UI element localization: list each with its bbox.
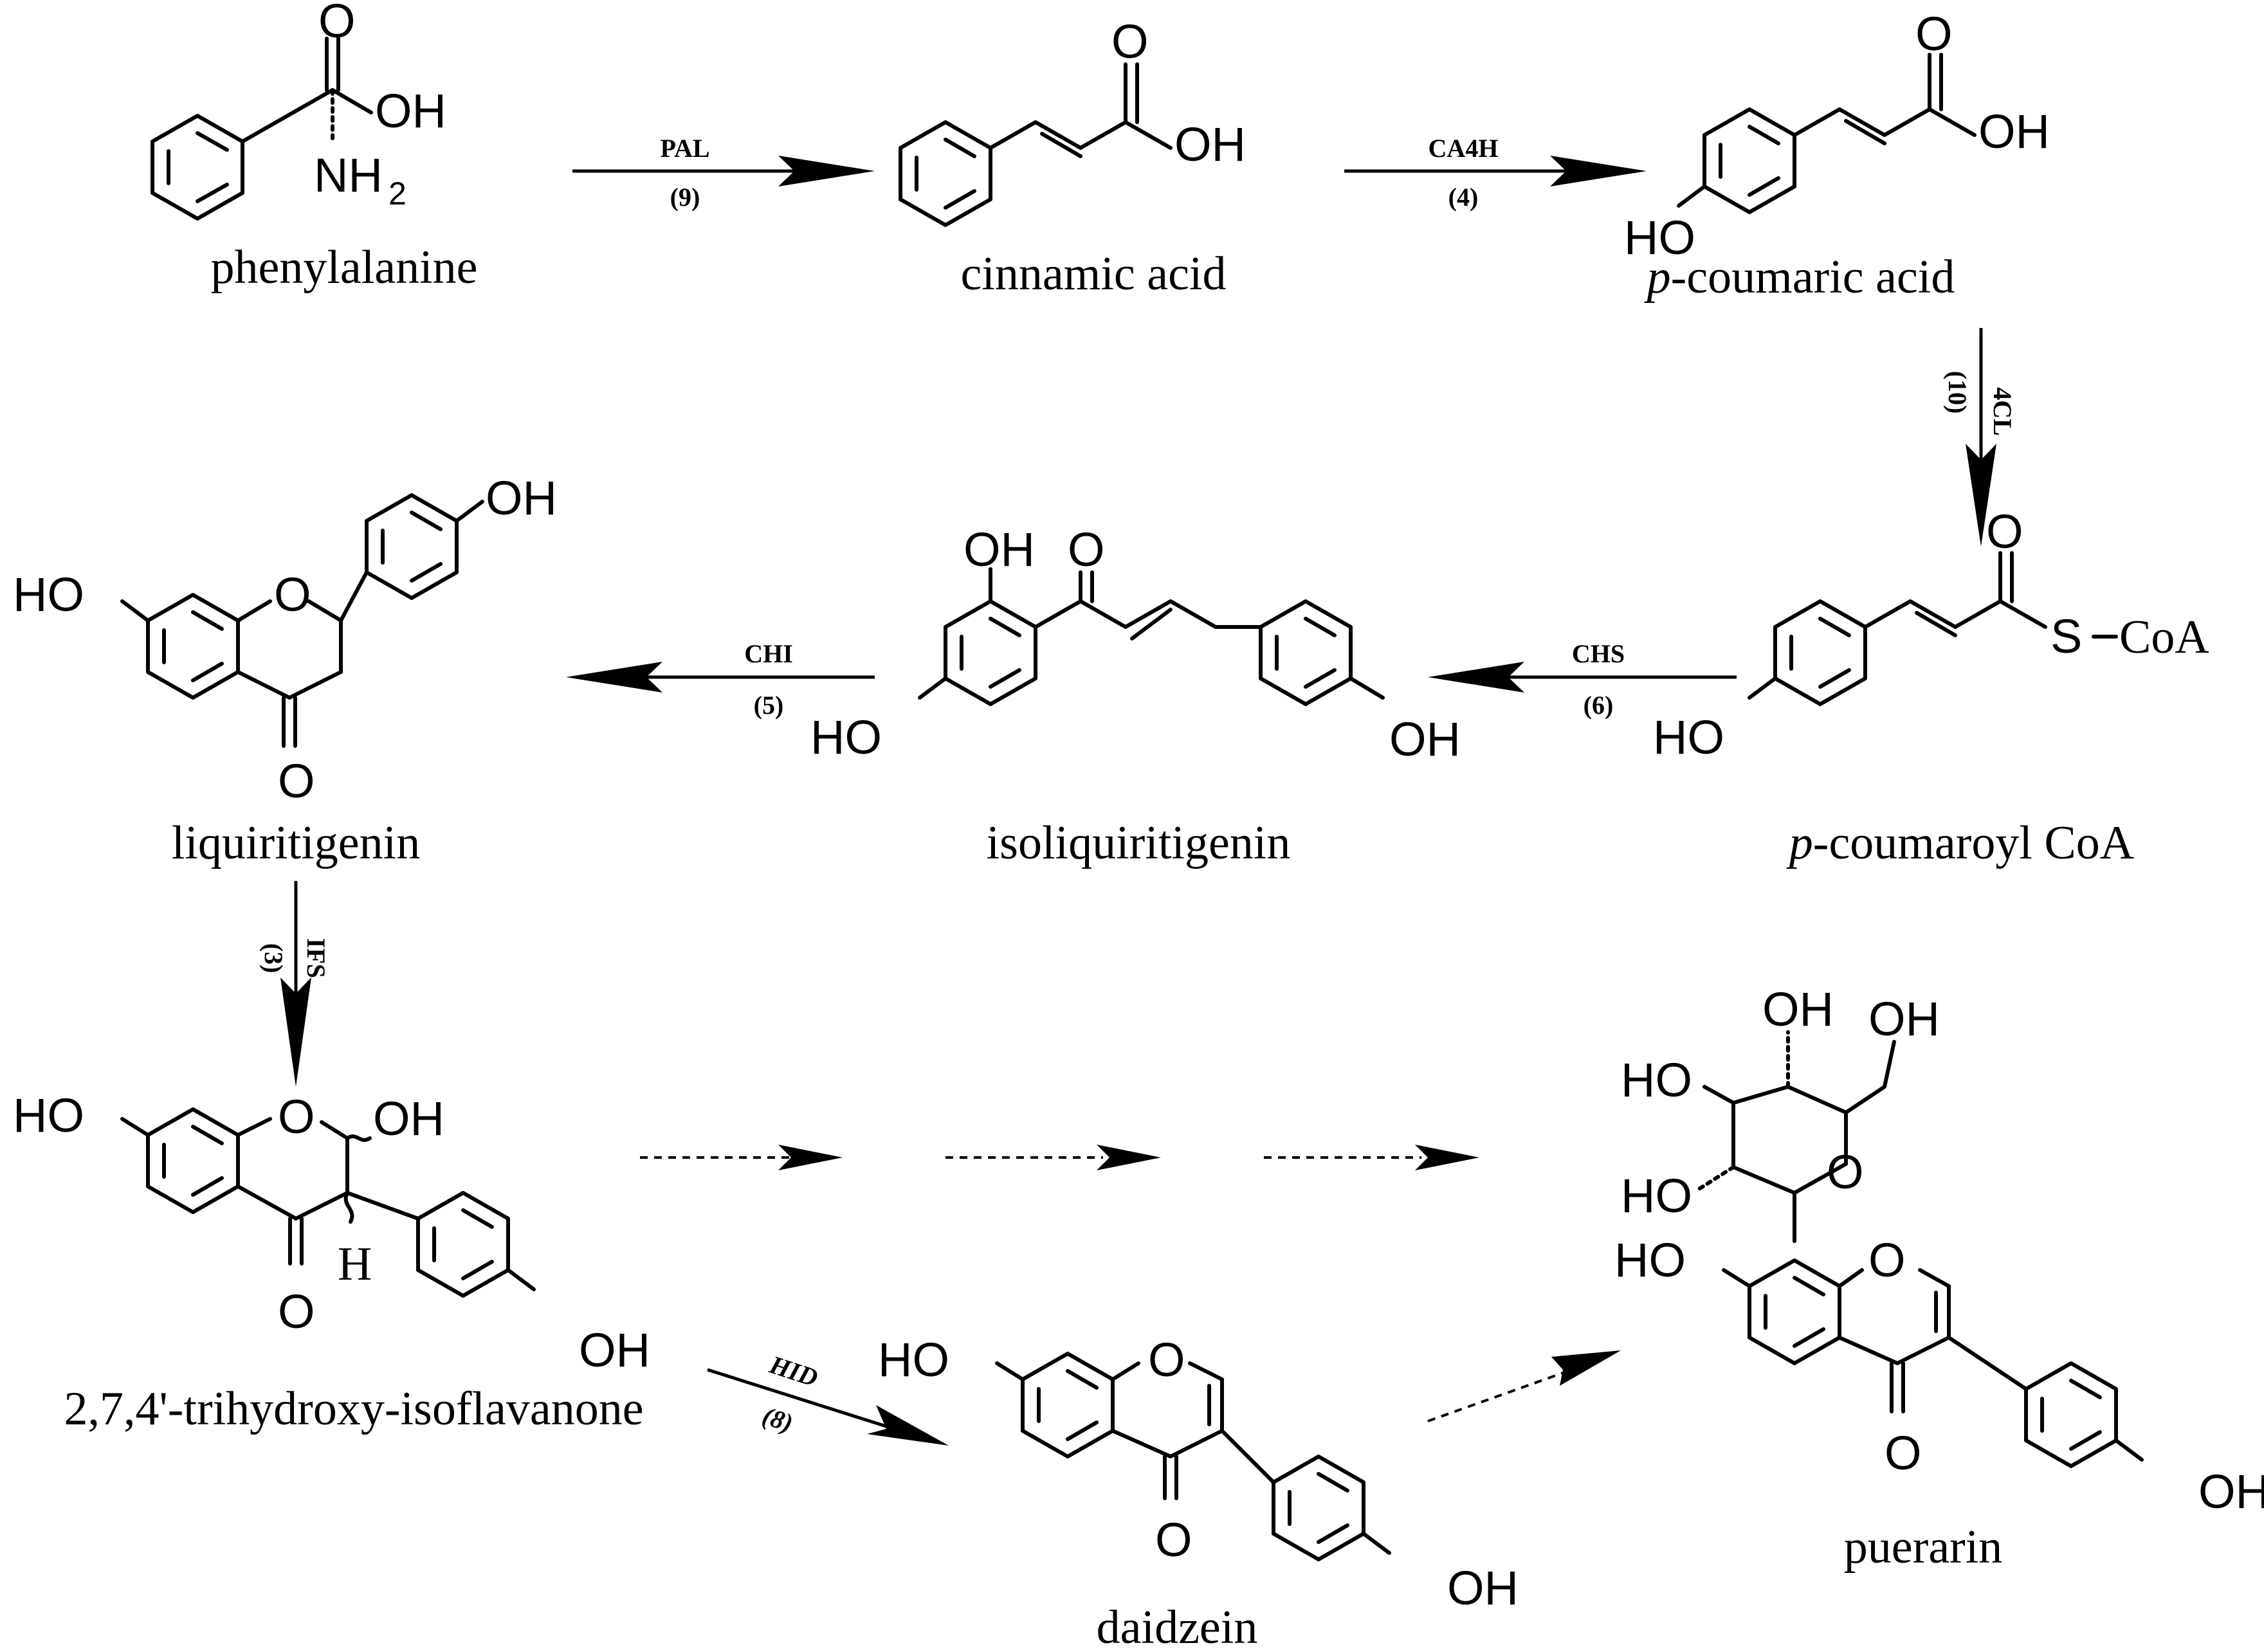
atom-oh: OH — [963, 523, 1035, 576]
label-cinnamic-acid: cinnamic acid — [961, 248, 1227, 300]
arrow-ifs: IFS (3) — [259, 881, 331, 1087]
enzyme-4cl-count: (10) — [1943, 371, 1972, 414]
atom-o: O — [1885, 1426, 1922, 1480]
arrow-ca4h: CA4H (4) — [1344, 134, 1647, 212]
atom-ho: HO — [13, 1089, 84, 1142]
atom-h: H — [338, 1238, 372, 1291]
atom-oh: OH — [486, 471, 557, 525]
atom-o: O — [1827, 1145, 1864, 1199]
atom-oh: OH — [375, 84, 446, 138]
dashed-arrow-4 — [1427, 1350, 1621, 1422]
atom-o: O — [1111, 15, 1149, 68]
atom-ho: HO — [13, 568, 84, 621]
label-trihydroxy-isoflavanone: 2,7,4'-trihydroxy-isoflavanone — [64, 1383, 643, 1435]
enzyme-chi-count: (5) — [754, 691, 784, 720]
atom-oh: OH — [2198, 1465, 2264, 1518]
atom-oh: OH — [1389, 713, 1461, 766]
structure-cinnamic-acid: O OH cinnamic acid — [899, 15, 1246, 300]
enzyme-chs: CHS — [1572, 639, 1625, 668]
structure-p-coumaric-acid: O OH HO p-coumaric acid — [1624, 7, 2050, 304]
atom-o: O — [1915, 7, 1953, 60]
atom-o: O — [1068, 523, 1105, 576]
atom-ho: HO — [878, 1333, 949, 1386]
atom-oh: OH — [1978, 105, 2050, 158]
label-puerarin: puerarin — [1844, 1521, 2003, 1574]
atom-o: O — [1868, 1233, 1906, 1287]
atom-oh: OH — [1447, 1561, 1519, 1615]
label-phenylalanine: phenylalanine — [210, 241, 477, 294]
enzyme-chi: CHI — [744, 639, 793, 668]
enzyme-hid: HID — [765, 1350, 821, 1392]
label-daidzein: daidzein — [1097, 1601, 1258, 1652]
atom-o: O — [278, 754, 315, 808]
dashed-arrow-1 — [640, 1145, 843, 1170]
label-p-coumaroyl-coa: p-coumaroyl CoA — [1786, 817, 2134, 869]
structure-phenylalanine: O OH NH 2 phenylalanine — [151, 0, 478, 294]
arrow-4cl: 4CL (10) — [1943, 328, 2017, 547]
structure-trihydroxy-isoflavanone: O OH HO H O OH 2,7,4'-trihydroxy-isoflav… — [13, 1089, 650, 1435]
dashed-arrow-2 — [945, 1145, 1161, 1170]
atom-o: O — [1986, 505, 2023, 558]
atom-ho: HO — [1614, 1233, 1686, 1287]
atom-o: O — [278, 1285, 315, 1338]
atom-oh: OH — [1762, 983, 1834, 1036]
atom-sub-2: 2 — [388, 176, 406, 212]
enzyme-ca4h: CA4H — [1429, 134, 1499, 163]
structure-p-coumaroyl-coa: O S CoA HO p-coumaroyl CoA — [1653, 505, 2209, 869]
arrow-chi: CHI (5) — [566, 639, 875, 720]
atom-ho: HO — [1624, 211, 1695, 264]
enzyme-4cl: 4CL — [1988, 387, 2017, 436]
atom-o: O — [318, 0, 356, 48]
enzyme-chs-count: (6) — [1584, 691, 1614, 720]
structure-puerarin: OH OH HO O HO HO O O OH puerarin — [1614, 983, 2264, 1574]
atom-nh: NH — [314, 149, 383, 202]
enzyme-ifs: IFS — [302, 938, 331, 978]
atom-ho: HO — [1621, 1053, 1692, 1107]
enzyme-pal-count: (9) — [670, 183, 700, 212]
atom-oh: OH — [373, 1092, 444, 1145]
structure-daidzein: O HO O OH daidzein — [878, 1333, 1519, 1652]
atom-o: O — [1155, 1513, 1192, 1566]
atom-s: S — [2050, 610, 2082, 663]
dashed-arrow-3 — [1264, 1145, 1479, 1170]
label-isoliquiritigenin: isoliquiritigenin — [987, 817, 1291, 869]
atom-oh: OH — [1868, 992, 1940, 1046]
atom-ho: HO — [810, 711, 882, 764]
label-p-coumaric-acid: p-coumaric acid — [1644, 251, 1955, 304]
structure-liquiritigenin: O HO O OH liquiritigenin — [13, 471, 557, 869]
arrow-chs: CHS (6) — [1428, 639, 1737, 720]
atom-o: O — [274, 568, 311, 621]
atom-oh: OH — [579, 1323, 650, 1377]
enzyme-hid-count: (8) — [759, 1401, 796, 1438]
atom-ho: HO — [1653, 711, 1724, 764]
atom-o: O — [278, 1090, 315, 1143]
arrow-pal: PAL (9) — [572, 134, 875, 212]
atom-o: O — [1148, 1333, 1185, 1386]
enzyme-ifs-count: (3) — [259, 943, 288, 974]
structure-isoliquiritigenin: OH O HO OH isoliquiritigenin — [810, 523, 1461, 869]
label-liquiritigenin: liquiritigenin — [172, 817, 420, 869]
enzyme-pal: PAL — [660, 134, 709, 163]
atom-coa: CoA — [2119, 611, 2209, 664]
atom-oh: OH — [1174, 118, 1246, 171]
atom-ho: HO — [1621, 1169, 1692, 1222]
enzyme-ca4h-count: (4) — [1448, 183, 1479, 212]
